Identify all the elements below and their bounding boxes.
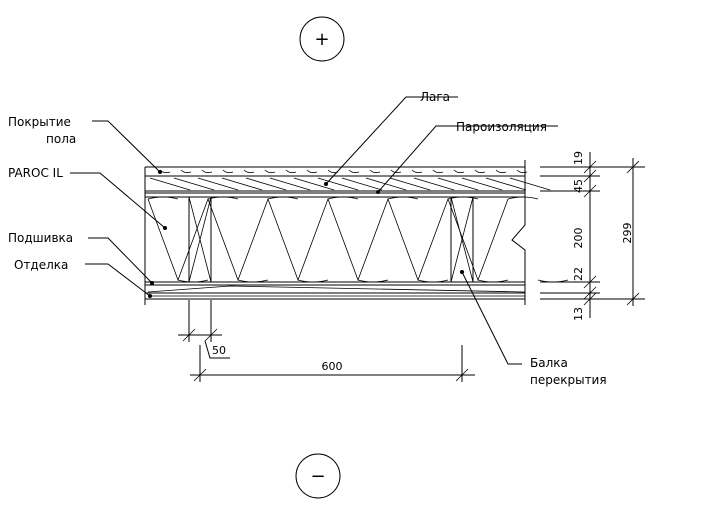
label-floor-cover-2: пола [46,132,76,146]
floor-tick [180,169,192,174]
label-vapor: Пароизоляция [456,120,547,134]
laga-hatch-line [293,177,335,191]
cold-side-symbol: − [295,453,341,499]
floor-tick [348,169,360,174]
label-otdelka: Отделка [14,258,68,272]
laga-hatch-line [221,177,263,191]
beam-right [450,196,474,283]
floor-tick [243,169,255,174]
dim-200: 200 [572,228,585,249]
laga-hatch-line [317,177,359,191]
insulation-arc-top [507,196,539,200]
laga-hatch-line [245,177,287,191]
label-floor-cover-1: Покрытие [8,115,71,129]
minus-circle [295,453,341,499]
label-beam-2: перекрытия [530,373,607,387]
laga-hatch-line [341,177,383,191]
left-labels: Покрытие пола PAROC IL Подшивка Отделка [8,115,167,298]
laga-hatch [149,177,551,191]
laga-hatch-line [437,177,479,191]
insulation-zigzag [147,197,509,282]
floor-tick [201,169,213,174]
dim-19: 19 [572,151,585,165]
minus-sign: − [310,466,325,487]
floor-tick [306,169,318,174]
label-podshivka: Подшивка [8,231,73,245]
floor-tick [369,169,381,174]
insulation-arc-bottom [297,279,329,283]
floor-tick [222,169,234,174]
floor-tick [516,169,528,174]
dim-50: 50 [212,344,226,357]
floor-tick [264,169,276,174]
top-labels: Лага Пароизоляция [324,90,558,194]
dim-600: 600 [322,360,343,373]
dim-45: 45 [572,179,585,193]
insulation-arc-bottom [237,279,269,283]
insulation-arc-top [147,196,179,200]
label-beam-1: Балка [530,356,568,370]
insulation-arc-top [327,196,359,200]
dim-13: 13 [572,307,585,321]
floor-tick [474,169,486,174]
laga-hatch-line [365,177,407,191]
finishing-layer [147,285,526,297]
laga-hatch-line [461,177,503,191]
dim-total-299: 299 [621,223,634,244]
floor-tick [285,169,297,174]
laga-hatch-line [389,177,431,191]
laga-hatch-line [509,177,551,191]
laga-hatch-line [269,177,311,191]
insulation-arc-top [267,196,299,200]
laga-hatch-line [197,177,239,191]
layer-lines [144,160,526,305]
vertical-dimensions: 19 45 200 22 13 299 [540,151,645,321]
beam-label-group: Балка перекрытия [460,270,607,387]
horizontal-dimensions: 50 600 [178,300,475,382]
insulation-arc-bottom [417,279,449,283]
laga-hatch-line [173,177,215,191]
beam-left [188,196,212,283]
insulation-arc-bottom [477,279,509,283]
floor-tick [411,169,423,174]
dim-22: 22 [572,267,585,281]
insulation-arc-top [387,196,419,200]
label-paroc: PAROC IL [8,166,63,180]
floor-tick [432,169,444,174]
laga-hatch-line [413,177,455,191]
floor-covering-pattern [159,169,528,174]
floor-tick [453,169,465,174]
beams [188,196,474,283]
plus-circle [299,16,345,62]
plus-sign: + [314,29,329,50]
laga-hatch-line [485,177,527,191]
insulation-arc-bottom [357,279,389,283]
laga-hatch-line [149,177,191,191]
floor-tick [495,169,507,174]
warm-side-symbol: + [299,16,345,62]
